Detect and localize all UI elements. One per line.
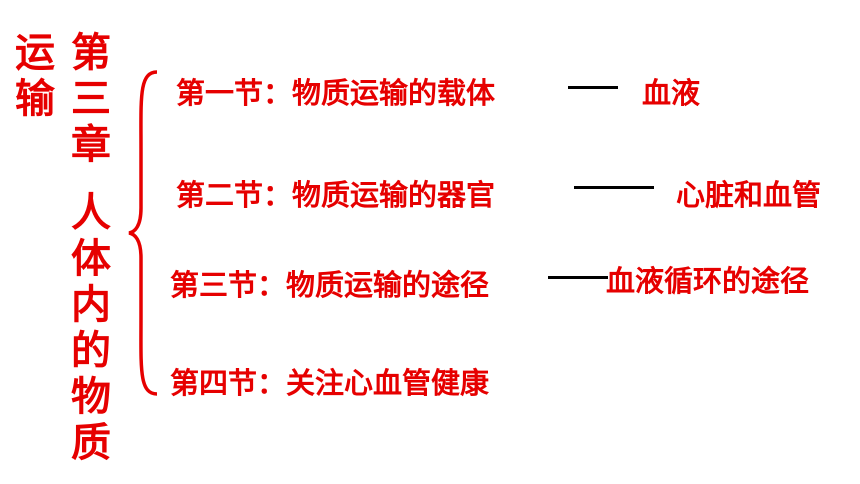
chapter-title-main: 人体内的物质: [71, 190, 111, 466]
section-3-connector: [548, 276, 608, 279]
section-3-label: 第三节：物质运输的途径: [170, 268, 490, 302]
section-1-connector: [568, 86, 618, 89]
curly-brace: [128, 70, 158, 396]
chapter-title-column-2: 运输: [12, 30, 58, 122]
section-2-label: 第二节：物质运输的器官: [176, 178, 496, 212]
section-1-label: 第一节：物质运输的载体: [176, 76, 496, 110]
section-2-connector: [574, 186, 654, 189]
section-4-label: 第四节：关注心血管健康: [170, 366, 490, 400]
section-2-result: 心脏和血管: [676, 178, 822, 212]
chapter-title-end: 运输: [15, 30, 55, 122]
section-1-result: 血液: [642, 76, 701, 110]
title-gap: [68, 168, 114, 190]
chapter-number: 第三章: [71, 30, 111, 168]
chapter-title-column: 第三章 人体内的物质: [68, 30, 114, 466]
section-3-result: 血液循环的途径: [606, 264, 810, 298]
